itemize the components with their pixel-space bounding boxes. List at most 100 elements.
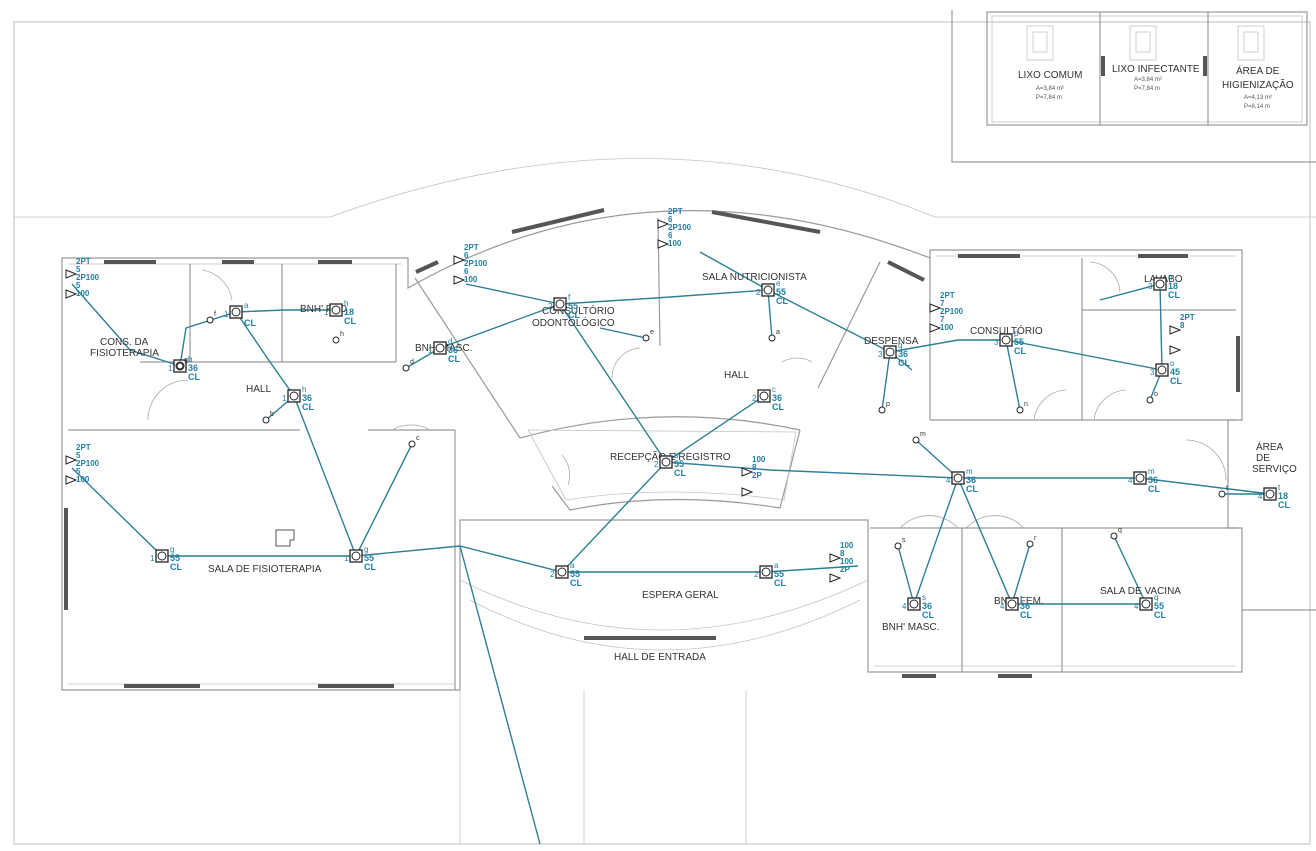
luminaire-circuit: 1: [224, 310, 229, 319]
luminaire-type: CL: [344, 316, 356, 326]
switch-g: g: [176, 357, 188, 370]
luminaire-circuit: 4: [902, 602, 907, 611]
room-label-hall-left: HALL: [246, 384, 271, 395]
switch-a: a: [768, 329, 780, 342]
switch-m: m: [912, 431, 926, 444]
luminaire-circuit: 3: [994, 338, 999, 347]
luminaire-watts: 55: [774, 569, 784, 579]
luminaire-watts: 55: [776, 287, 786, 297]
luminaire-watts: 55: [570, 569, 580, 579]
luminaire-switch-letter: d: [448, 337, 452, 346]
luminaire-circuit: 3: [878, 350, 883, 359]
luminaire-switch-letter: p: [1014, 329, 1019, 338]
socket-label: 100: [940, 323, 954, 332]
luminaire-watts: 36: [448, 345, 458, 355]
luminaire-circuit: 2: [752, 394, 757, 403]
switch-letter: o: [1154, 391, 1158, 398]
luminaire-type: CL: [570, 578, 582, 588]
switch-f: f: [206, 311, 216, 324]
luminaire-watts: 36: [1148, 475, 1158, 485]
luminaire-switch-letter: h: [344, 299, 348, 308]
switch-letter: r: [1034, 535, 1037, 542]
socket-label: 2PT: [76, 443, 91, 452]
room-area-lixo-infectante: A=3,84 m²: [1134, 77, 1162, 83]
luminaire-circuit: 1: [324, 308, 329, 317]
luminaire-watts: 55: [1014, 337, 1024, 347]
luminaire-watts: 18: [344, 307, 354, 317]
room-label-area-servico-2: DE: [1256, 453, 1270, 464]
switch-s: s: [894, 537, 906, 550]
switch-r: r: [1026, 535, 1037, 548]
annex-block: [951, 10, 1316, 163]
luminaire-circuit: 2: [754, 570, 759, 579]
socket-label: 2PT: [940, 291, 955, 300]
luminaire-watts: 55: [568, 301, 578, 311]
luminaire-switch-letter: q: [1154, 593, 1158, 602]
socket-label: 100: [668, 239, 682, 248]
luminaire-circuit: 2: [654, 460, 659, 469]
room-label-area-servico-3: SERVIÇO: [1252, 464, 1297, 475]
luminaire-watts: 55: [1154, 601, 1164, 611]
windows: [64, 208, 1240, 688]
luminaire-switch-letter: f: [568, 293, 571, 302]
room-label-area-servico: ÁREA: [1256, 440, 1284, 453]
switch-letter: h: [340, 331, 344, 338]
socket-label: 2PT: [1180, 313, 1195, 322]
socket-label: 100: [840, 557, 854, 566]
luminaire-type: CL: [1020, 610, 1032, 620]
switch-letter: m: [920, 431, 926, 438]
room-label-bnh-masc-right: BNH' MASC.: [882, 622, 939, 633]
socket-label: 6: [464, 267, 469, 276]
socket-label: 5: [76, 281, 81, 290]
luminaire-circuit: 1: [344, 554, 349, 563]
socket-label: 2P: [840, 565, 850, 574]
luminaire-circuit: 1: [282, 394, 287, 403]
socket-label: 6: [668, 231, 673, 240]
furniture-outline: [275, 529, 295, 547]
luminaire-watts: 55: [364, 553, 374, 563]
luminaire-circuit: 3: [1148, 282, 1153, 291]
switch-letter: f: [214, 311, 216, 318]
switch-d: d: [402, 359, 414, 372]
switch-e: e: [642, 329, 654, 342]
socket-label: 5: [76, 265, 81, 274]
luminaire-layer: 1b36CL1aCL1h36CL1h18CL1d36CL1g55CL1g55CL…: [150, 273, 1290, 620]
socket-label: 5: [76, 451, 81, 460]
room-label-bnh-pcd: BNH' PCD: [300, 304, 347, 315]
luminaire-switch-letter: g: [170, 545, 174, 554]
luminaire-switch-letter: m: [966, 467, 973, 476]
room-label-hall-entrada: HALL DE ENTRADA: [614, 652, 706, 663]
room-label-area-higienizacao: ÁREA DE: [1236, 64, 1280, 77]
socket-label: 2P100: [464, 259, 488, 268]
room-label-lixo-comum: LIXO COMUM: [1018, 70, 1082, 81]
switch-o: o: [1146, 391, 1158, 404]
room-label-hall-center: HALL: [724, 370, 749, 381]
luminaire-type: CL: [772, 402, 784, 412]
socket-label: 2P100: [76, 273, 100, 282]
luminaire-type: CL: [674, 468, 686, 478]
luminaire-type: CL: [1148, 484, 1160, 494]
luminaire-type: CL: [244, 318, 256, 328]
luminaire-type: CL: [302, 402, 314, 412]
luminaire-switch-letter: n: [1168, 273, 1172, 282]
room-label-sala-vacina: SALA DE VACINA: [1100, 586, 1181, 597]
building-walls: [61, 210, 1316, 844]
luminaire-circuit: 2: [756, 288, 761, 297]
wiring: [71, 251, 1271, 845]
luminaire-switch-letter: o: [1170, 359, 1175, 368]
socket-label: 6: [464, 251, 469, 260]
luminaire-type: CL: [1278, 500, 1290, 510]
luminaire-type: CL: [1170, 376, 1182, 386]
